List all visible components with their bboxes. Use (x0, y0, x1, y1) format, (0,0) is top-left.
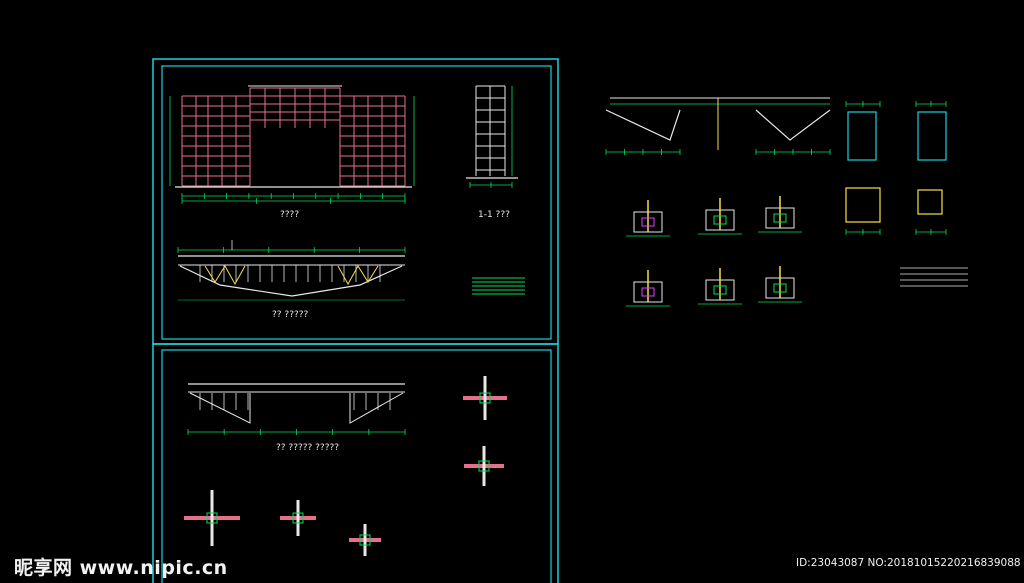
column-sections (845, 101, 947, 235)
sheet-frame-1-inner (161, 65, 552, 340)
truss-elevation-caption: ?? ????? (272, 310, 309, 320)
section-1-1 (466, 85, 518, 188)
column-section-d (917, 189, 943, 215)
sheet-frame-2-outer (152, 343, 559, 583)
base-detail-plate (713, 215, 727, 225)
base-detail-plate (773, 213, 787, 223)
truss-elevation (177, 240, 525, 301)
right-truss-left (605, 109, 681, 141)
sheet-frame-1-outer (152, 58, 559, 345)
base-detail-plate (773, 283, 787, 293)
sheet-frame-2-inner (161, 349, 552, 583)
watermark-id: ID:23043087 NO:20181015220216839088 (796, 557, 1021, 569)
right-truss-detail (605, 97, 831, 155)
sheet-frames (152, 58, 559, 583)
base-details (626, 196, 968, 307)
section-1-1-caption: 1-1 ??? (478, 210, 510, 220)
column-section-a (847, 111, 877, 161)
elevation-caption: ???? (280, 210, 300, 220)
joint-a-plate (479, 392, 491, 404)
column-section-c (845, 187, 881, 223)
base-detail-plate (641, 217, 655, 227)
half-truss-right (349, 392, 404, 424)
joint-details (184, 376, 507, 556)
base-detail-plate (641, 287, 655, 297)
joint-d-plate (292, 512, 304, 524)
joint-c-plate (206, 512, 218, 524)
truss-diagonals-left (204, 265, 246, 286)
joint-b-plate (478, 460, 490, 472)
gate-elevation (169, 85, 415, 204)
right-truss-right (755, 109, 831, 141)
half-truss-caption: ?? ????? ????? (276, 443, 340, 453)
half-truss-elevation (187, 383, 406, 435)
watermark-site: 昵享网 www.nipic.cn (14, 557, 228, 579)
half-truss-left (189, 392, 251, 424)
base-detail-plate (713, 285, 727, 295)
truss-diagonals-right (337, 265, 379, 286)
truss-bottom-arc (179, 265, 403, 297)
joint-e-plate (359, 534, 371, 546)
column-section-b (917, 111, 947, 161)
